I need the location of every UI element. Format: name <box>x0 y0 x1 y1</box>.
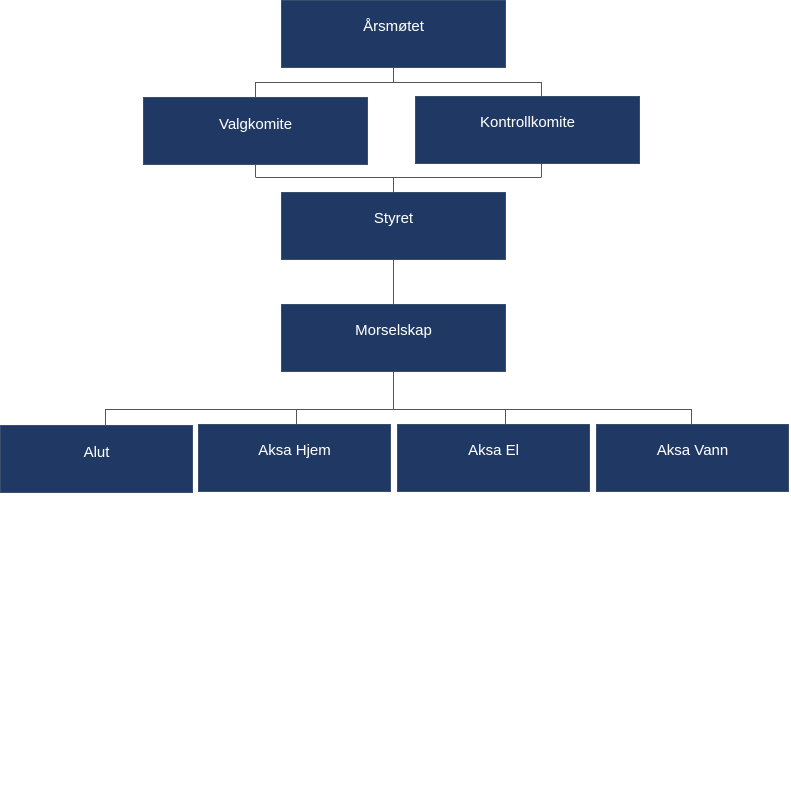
node-valgkomite: Valgkomite <box>143 97 368 165</box>
node-alut: Alut <box>0 425 193 493</box>
node-aksa-el: Aksa El <box>397 424 590 492</box>
node-aksa-hjem: Aksa Hjem <box>198 424 391 492</box>
node-styret: Styret <box>281 192 506 260</box>
node-arsmotet: Årsmøtet <box>281 0 506 68</box>
node-kontrollkomite: Kontrollkomite <box>415 96 640 164</box>
node-aksa-vann: Aksa Vann <box>596 424 789 492</box>
node-morselskap: Morselskap <box>281 304 506 372</box>
